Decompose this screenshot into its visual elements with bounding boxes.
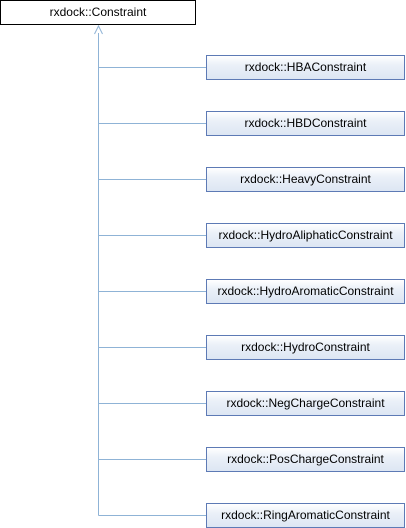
node-derived-class[interactable]: rxdock::HeavyConstraint xyxy=(206,167,405,192)
node-derived-class[interactable]: rxdock::HBAConstraint xyxy=(206,55,405,80)
node-derived-class[interactable]: rxdock::HydroAromaticConstraint xyxy=(206,279,405,304)
node-derived-class[interactable]: rxdock::PosChargeConstraint xyxy=(206,447,405,472)
node-derived-class[interactable]: rxdock::NegChargeConstraint xyxy=(206,391,405,416)
inheritance-arrowhead xyxy=(94,24,103,35)
node-base-class[interactable]: rxdock::Constraint xyxy=(0,0,196,25)
node-derived-class[interactable]: rxdock::RingAromaticConstraint xyxy=(206,503,405,528)
node-derived-class[interactable]: rxdock::HydroConstraint xyxy=(206,335,405,360)
node-derived-class[interactable]: rxdock::HydroAliphaticConstraint xyxy=(206,223,405,248)
node-derived-class[interactable]: rxdock::HBDConstraint xyxy=(206,111,405,136)
